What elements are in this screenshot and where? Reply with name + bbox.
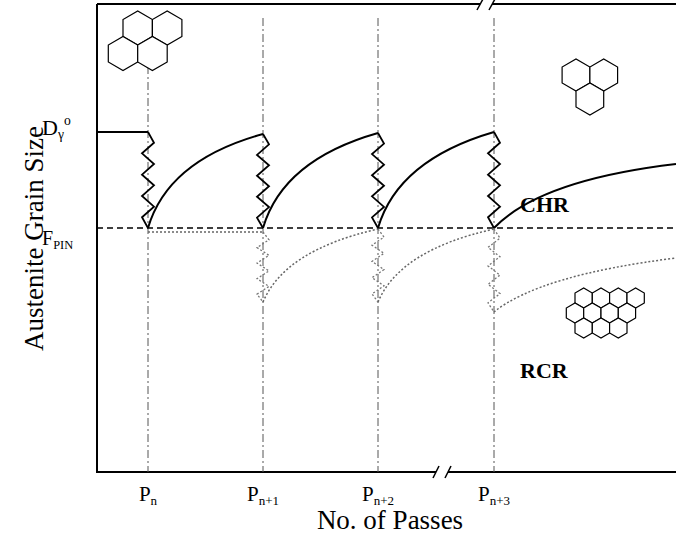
grain [592,318,609,338]
axis-breaks [433,0,495,478]
initial-size-line [97,131,148,133]
curve-label: CHR [520,194,569,216]
deformation-zigzags [142,132,500,312]
pinning-line [97,227,676,229]
label-text: P [139,482,151,506]
zigzag [488,229,500,312]
label-text: RCR [520,358,568,383]
zigzag [257,232,269,302]
pass-lines [148,18,494,472]
grain-sketches [108,11,644,338]
label-text: PIN [53,238,73,252]
label-text: P [362,482,374,506]
label-text: n [151,493,158,508]
pass-label: Pn [139,484,157,507]
pass-label: Pn+2 [362,484,394,507]
curve-label: RCR [520,360,568,382]
zigzag [257,134,269,228]
grain [576,83,604,115]
zigzag [488,132,500,228]
label-text: CHR [520,192,569,217]
label-text: Austenite Grain Size [19,126,49,351]
grain [575,318,592,338]
grain [610,318,627,338]
zigzag [372,229,384,302]
label-text: P [247,482,259,506]
label-text: γ [58,127,64,142]
label-text: n+3 [490,493,510,508]
pass-label: Pn+1 [247,484,279,507]
zigzag [142,132,154,228]
grain [108,37,137,71]
label-text: P [478,482,490,506]
pass-label: Pn+3 [478,484,510,507]
label-text: o [64,113,71,128]
label-text: No. of Passes [317,505,463,535]
axis-title: Austenite Grain Size [21,126,48,351]
zigzag [372,133,384,228]
chr-curve [148,132,676,228]
rcr-curve [148,229,676,312]
axes [97,4,676,472]
top-frame [97,3,676,5]
label-text: n+2 [374,493,394,508]
grain [138,37,168,71]
label-text: n+1 [259,493,279,508]
axis-title: No. of Passes [317,507,463,534]
